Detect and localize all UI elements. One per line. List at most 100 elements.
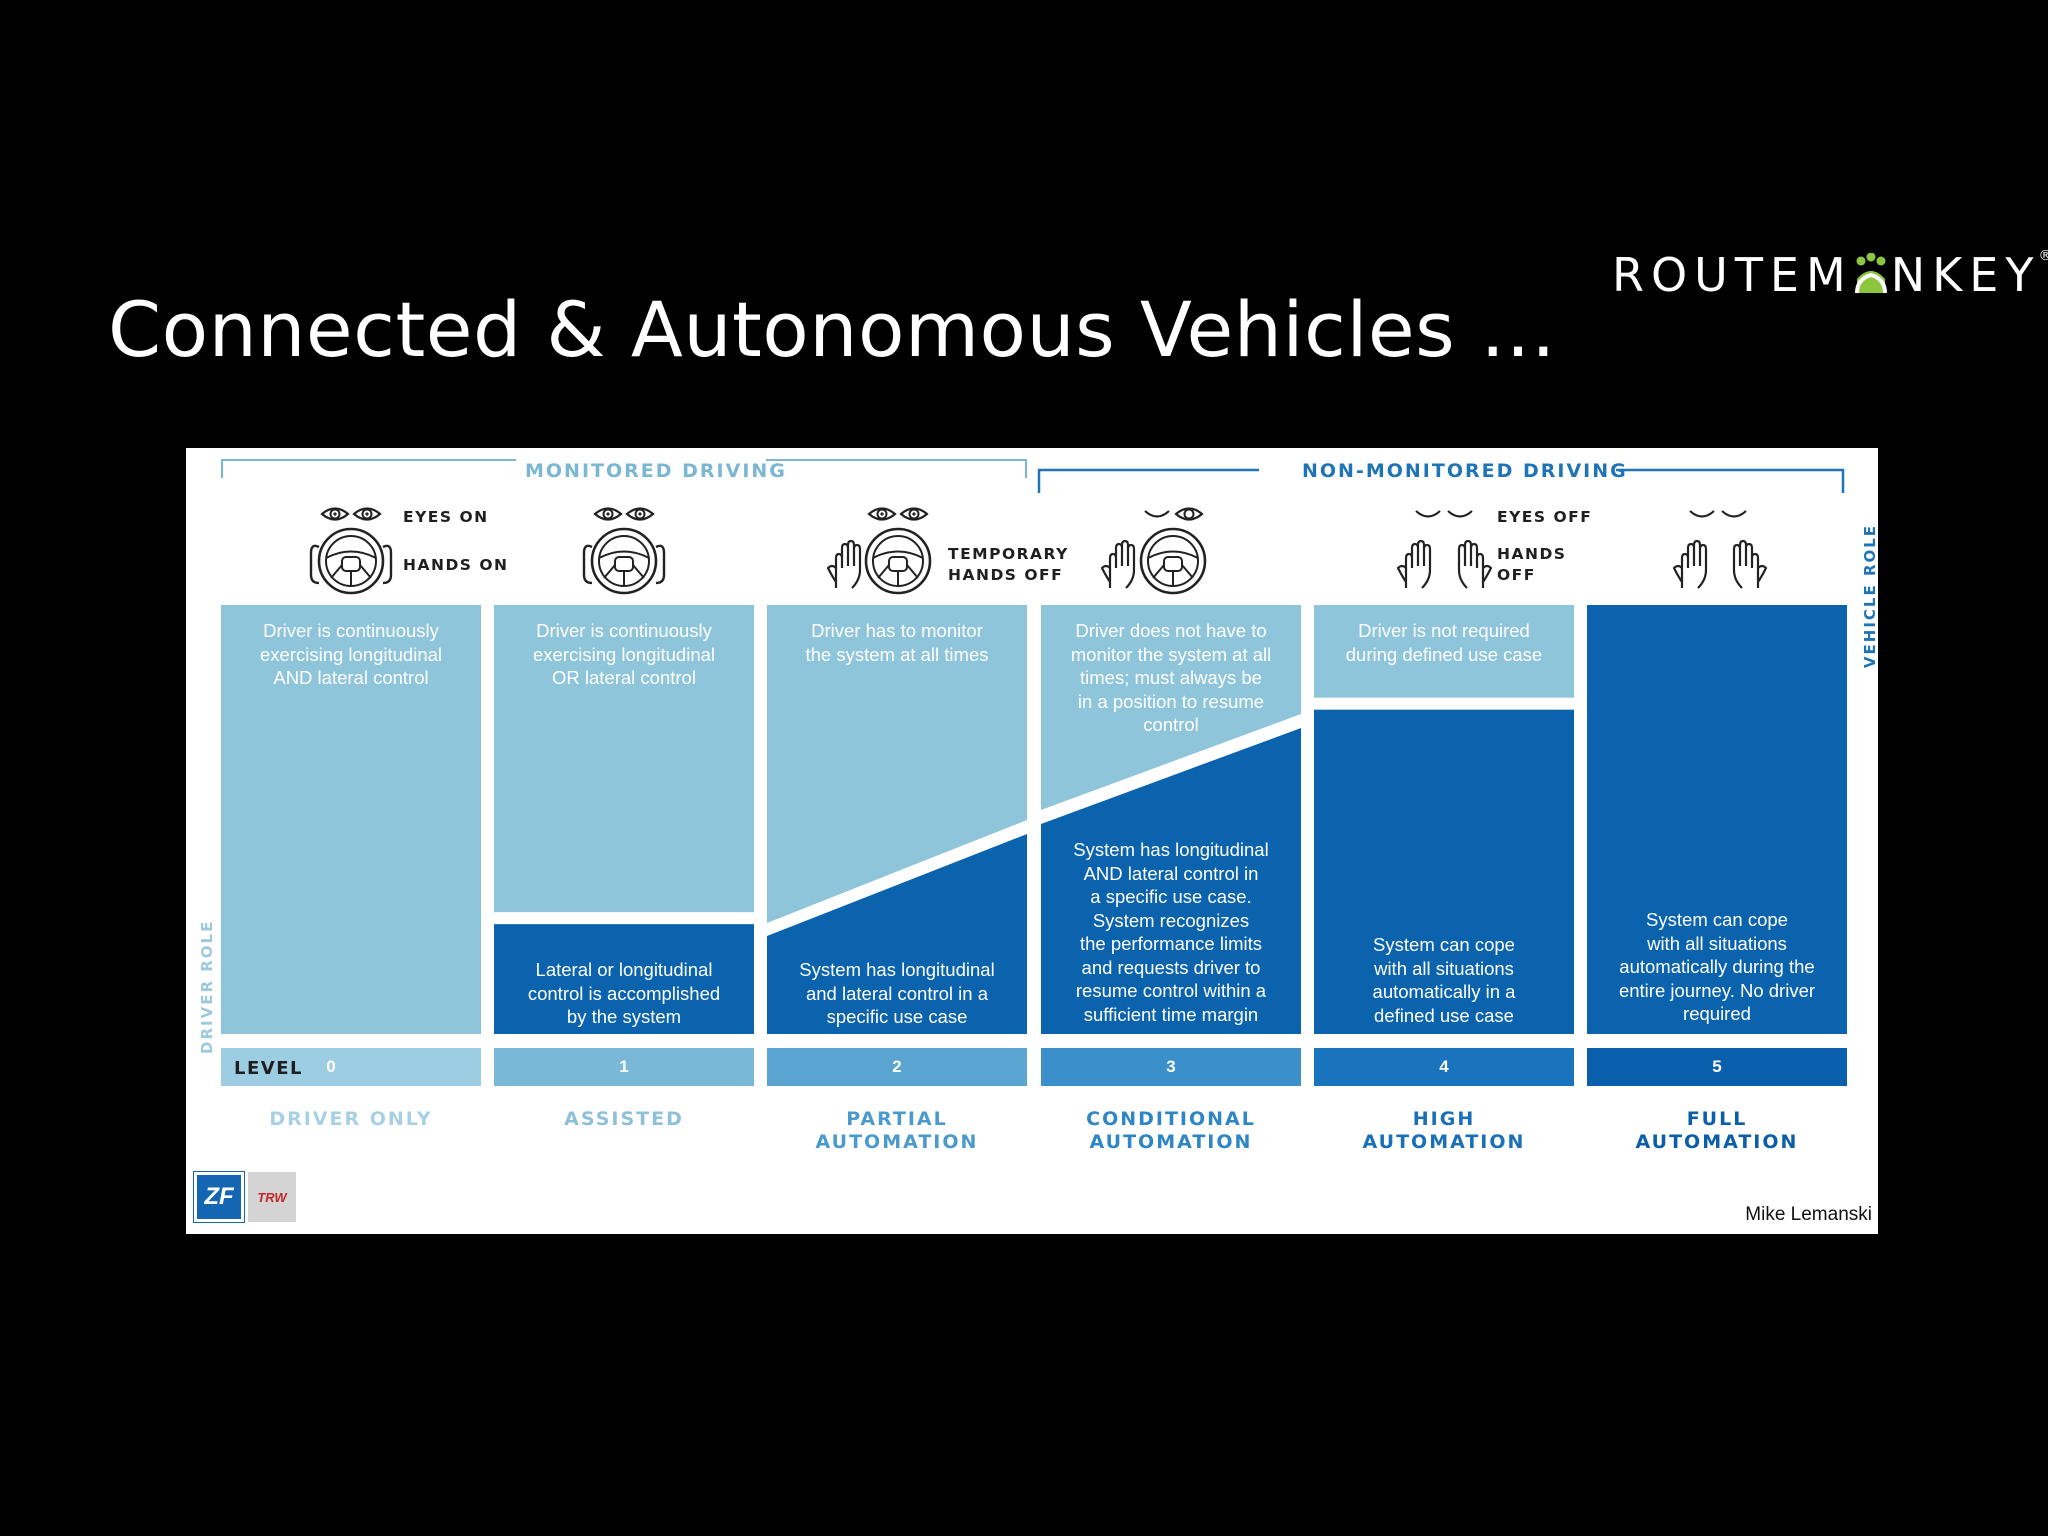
system-role-text-3-line: and requests driver to	[1081, 956, 1261, 978]
logo-text-part1: ROUTEM	[1612, 248, 1853, 302]
temporary-label: TEMPORARY	[948, 545, 1069, 563]
system-role-text-3-line: AND lateral control in	[1083, 862, 1259, 884]
system-role-text-4-line: defined use case	[1374, 1004, 1514, 1026]
hands-label: HANDS	[1497, 545, 1567, 563]
system-role-text-1-line: by the system	[566, 1006, 682, 1027]
driver-role-text-1-line: Driver is continuously	[536, 620, 712, 641]
level-number-4: 4	[1439, 1057, 1449, 1076]
system-role-text-4-line: automatically in a	[1372, 981, 1516, 1002]
automation-levels-diagram: MONITORED DRIVING NON-MONITORED DRIVING …	[186, 448, 1878, 1234]
driver-role-text-2-line: Driver has to monitor	[811, 620, 983, 641]
level-bar-4	[1314, 1048, 1574, 1086]
system-role-text-5-line: System can cope	[1646, 909, 1788, 930]
eyes-open-icon-level1	[593, 507, 655, 521]
credit-text: Mike Lemanski	[1745, 1204, 1872, 1225]
routemonkey-logo: ROUTEM NKEY ®	[1612, 248, 2048, 302]
system-role-text-4-line: System can cope	[1373, 934, 1515, 955]
level-name-line: CONDITIONAL	[1086, 1108, 1256, 1130]
system-role-text-5-line: required	[1683, 1003, 1751, 1024]
monitored-bracket-left	[221, 459, 516, 478]
driver-role-text-3-line: in a position to resume	[1077, 690, 1265, 712]
driver-role-label: DRIVER ROLE	[198, 919, 216, 1054]
system-role-text-3-line: resume control within a	[1075, 980, 1267, 1001]
driver-role-text-1-line: exercising longitudinal	[532, 643, 716, 665]
eyes-closed-icon-level4	[1415, 510, 1473, 518]
raised-hand-left-icon-level4	[1396, 539, 1432, 589]
monitored-driving-header: MONITORED DRIVING	[525, 460, 787, 482]
steering-wheel-icon-level3	[1139, 527, 1207, 595]
trw-logo: TRW	[248, 1172, 296, 1222]
eyes-open-icon-level2	[867, 507, 929, 521]
system-role-text-3-line: System has longitudinal	[1073, 839, 1269, 860]
system-role-text-3-line: System recognizes	[1092, 909, 1250, 931]
eyes-closed-icon-level5	[1689, 510, 1747, 518]
driver-role-text-4-line: during defined use case	[1345, 643, 1543, 665]
eyes-on-label: EYES ON	[403, 508, 489, 526]
slide-title: Connected & Autonomous Vehicles …	[108, 285, 1557, 374]
system-role-text-3-line: sufficient time margin	[1083, 1003, 1259, 1025]
driver-role-text-3-line: times; must always be	[1080, 667, 1262, 688]
raised-hand-right-icon-level5	[1732, 539, 1768, 589]
driver-role-block-3	[1041, 605, 1301, 810]
level-bar-3	[1041, 1048, 1301, 1086]
level-bar-2	[767, 1048, 1027, 1086]
level-name-line: AUTOMATION	[1635, 1131, 1799, 1153]
level-bar-5	[1587, 1048, 1847, 1086]
level-bar-0	[221, 1048, 481, 1086]
eyes-off-label: EYES OFF	[1497, 508, 1593, 526]
driver-role-text-3-line: Driver does not have to	[1075, 620, 1267, 641]
level-number-5: 5	[1712, 1057, 1722, 1076]
level-name-line: HIGH	[1412, 1108, 1476, 1130]
driver-role-text-1-line: OR lateral control	[552, 667, 696, 688]
hands-on-wheel-icon-level0	[309, 544, 393, 585]
level-bar-1	[494, 1048, 754, 1086]
level-name-line: AUTOMATION	[1362, 1131, 1526, 1153]
hands-off-label: HANDS OFF	[948, 566, 1064, 584]
driver-role-block-4	[1314, 605, 1574, 698]
level-label: LEVEL	[234, 1058, 303, 1079]
level-name-line: ASSISTED	[564, 1108, 684, 1130]
level-number-0: 0	[326, 1057, 336, 1076]
non-monitored-bracket-right	[1616, 468, 1845, 493]
driver-role-text-4-line: Driver is not required	[1358, 620, 1530, 641]
system-role-text-1-line: Lateral or longitudinal	[535, 959, 713, 980]
system-role-text-2-line: specific use case	[826, 1006, 968, 1027]
off-label: OFF	[1497, 566, 1536, 584]
driver-role-block-1	[494, 605, 754, 913]
level-name-line: AUTOMATION	[1089, 1131, 1253, 1153]
driver-role-text-3-line: monitor the system at all	[1070, 643, 1272, 665]
level-name-line: PARTIAL	[846, 1108, 948, 1130]
temporary-hands-off-label: TEMPORARY HANDS OFF	[948, 544, 1069, 586]
vehicle-role-label: VEHICLE ROLE	[1861, 523, 1878, 669]
system-role-block-1	[494, 924, 754, 1034]
system-role-text-2-line: and lateral control in a	[805, 982, 989, 1004]
driver-role-text-0-line: exercising longitudinal	[259, 643, 443, 665]
hands-off-label-level4: HANDS OFF	[1497, 544, 1566, 586]
system-role-block-5	[1587, 605, 1847, 1034]
raised-hand-icon-level2	[826, 539, 862, 589]
system-role-text-5-line: entire journey. No driver	[1618, 979, 1816, 1001]
level-name-line: AUTOMATION	[815, 1131, 979, 1153]
paw-icon	[1853, 252, 1891, 297]
non-monitored-driving-header: NON-MONITORED DRIVING	[1302, 460, 1628, 482]
eyes-open-icon-level0	[320, 507, 382, 521]
system-role-block-3	[1041, 728, 1301, 1034]
driver-role-text-3-line: control	[1143, 714, 1199, 735]
system-role-text-5-line: with all situations	[1647, 932, 1787, 954]
raised-hand-right-icon-level4	[1457, 539, 1493, 589]
system-role-text-4-line: with all situations	[1374, 957, 1514, 979]
steering-wheel-icon-level1	[590, 527, 658, 595]
system-role-text-5-line: automatically during the	[1619, 956, 1815, 977]
level-name-1: ASSISTED	[494, 1108, 754, 1131]
